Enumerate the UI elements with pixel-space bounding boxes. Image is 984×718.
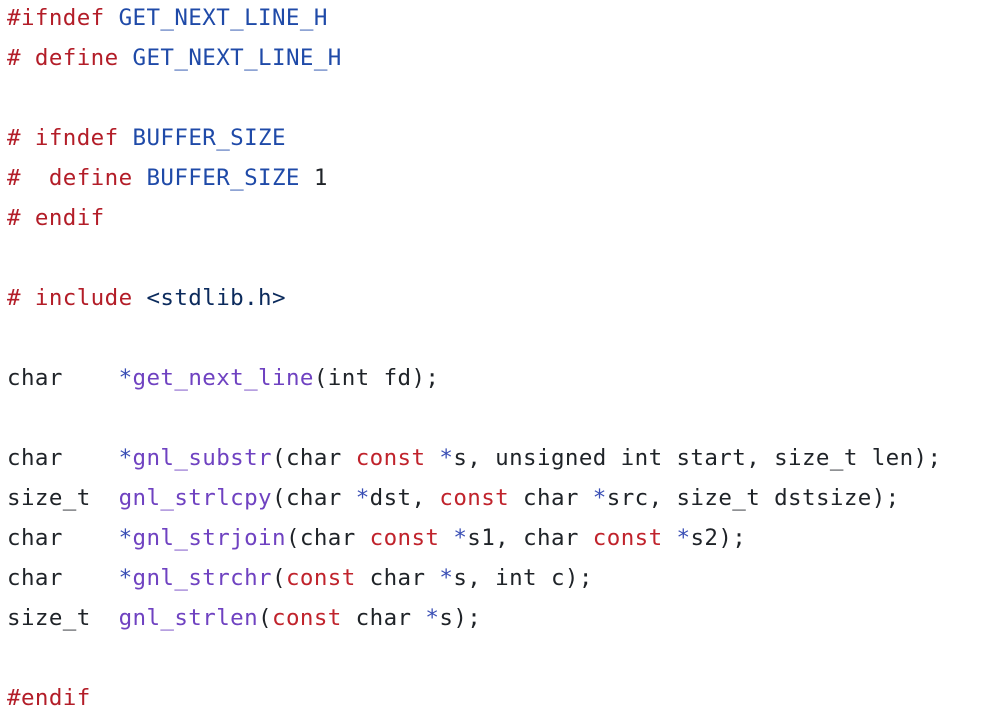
preprocessor-directive: #endif — [7, 685, 91, 711]
function-name: gnl_strlen — [118, 605, 259, 631]
preprocessor-directive: # ifndef — [7, 125, 119, 151]
code-line: # endif — [7, 198, 105, 238]
code-text: (int fd); — [313, 365, 440, 391]
function-name: gnl_substr — [132, 445, 272, 471]
pointer-operator: * — [676, 525, 691, 551]
code-text: (char — [285, 525, 370, 551]
keyword: const — [592, 525, 663, 551]
code-line: #endif — [7, 678, 91, 718]
pointer-operator: * — [425, 605, 440, 631]
code-text: 1 — [299, 165, 328, 191]
code-line: char *gnl_strchr(const char *s, int c); — [7, 558, 593, 598]
keyword: const — [439, 485, 510, 511]
code-text — [119, 45, 133, 71]
code-text: s); — [439, 605, 482, 631]
macro-name: GET_NEXT_LINE_H — [118, 5, 328, 31]
code-text: size_t — [7, 485, 119, 511]
code-text — [133, 285, 147, 311]
code-text: ( — [272, 565, 286, 591]
code-text: char — [7, 445, 119, 471]
code-text: s2); — [690, 525, 747, 551]
keyword: const — [369, 525, 440, 551]
code-text — [663, 525, 677, 551]
function-name: gnl_strlcpy — [118, 485, 272, 511]
code-text: char — [7, 565, 119, 591]
pointer-operator: * — [118, 525, 133, 551]
code-text: size_t — [7, 605, 119, 631]
function-name: gnl_strchr — [132, 565, 272, 591]
code-line: # define BUFFER_SIZE 1 — [7, 158, 328, 198]
code-text — [133, 165, 147, 191]
pointer-operator: * — [118, 445, 133, 471]
preprocessor-directive: #ifndef — [7, 5, 105, 31]
function-name: get_next_line — [132, 365, 314, 391]
code-line: # define GET_NEXT_LINE_H — [7, 38, 342, 78]
code-line: # include <stdlib.h> — [7, 278, 286, 318]
pointer-operator: * — [118, 565, 133, 591]
pointer-operator: * — [592, 485, 607, 511]
code-line: size_t gnl_strlen(const char *s); — [7, 598, 481, 638]
code-text: char — [355, 565, 440, 591]
code-text: s, unsigned int start, size_t len); — [453, 445, 942, 471]
keyword: const — [355, 445, 426, 471]
macro-name: BUFFER_SIZE — [132, 125, 286, 151]
code-text: dst, — [369, 485, 440, 511]
code-text: (char — [272, 445, 356, 471]
code-line: char *gnl_substr(char const *s, unsigned… — [7, 438, 941, 478]
code-line: # ifndef BUFFER_SIZE — [7, 118, 286, 158]
macro-name: BUFFER_SIZE — [146, 165, 300, 191]
code-text: src, size_t dstsize); — [606, 485, 900, 511]
code-line: #ifndef GET_NEXT_LINE_H — [7, 0, 328, 38]
code-text: (char — [272, 485, 356, 511]
preprocessor-directive: # endif — [7, 205, 105, 231]
code-text — [439, 525, 453, 551]
code-line: size_t gnl_strlcpy(char *dst, const char… — [7, 478, 900, 518]
pointer-operator: * — [355, 485, 370, 511]
code-text: char — [7, 525, 119, 551]
keyword: const — [285, 565, 356, 591]
pointer-operator: * — [118, 365, 133, 391]
code-text — [425, 445, 439, 471]
preprocessor-directive: # define — [7, 45, 119, 71]
include-path: <stdlib.h> — [146, 285, 286, 311]
code-text: char — [7, 365, 119, 391]
keyword: const — [272, 605, 342, 631]
pointer-operator: * — [453, 525, 468, 551]
code-text: s1, char — [467, 525, 593, 551]
function-name: gnl_strjoin — [132, 525, 286, 551]
preprocessor-directive: # define — [7, 165, 133, 191]
code-line: char *gnl_strjoin(char const *s1, char c… — [7, 518, 746, 558]
code-text: ( — [258, 605, 272, 631]
macro-name: GET_NEXT_LINE_H — [132, 45, 342, 71]
preprocessor-directive: # include — [7, 285, 133, 311]
code-text — [105, 5, 119, 31]
pointer-operator: * — [439, 445, 454, 471]
code-text: s, int c); — [453, 565, 593, 591]
code-line: char *get_next_line(int fd); — [7, 358, 439, 398]
pointer-operator: * — [439, 565, 454, 591]
code-text: char — [509, 485, 593, 511]
code-text — [119, 125, 133, 151]
code-text: char — [341, 605, 426, 631]
